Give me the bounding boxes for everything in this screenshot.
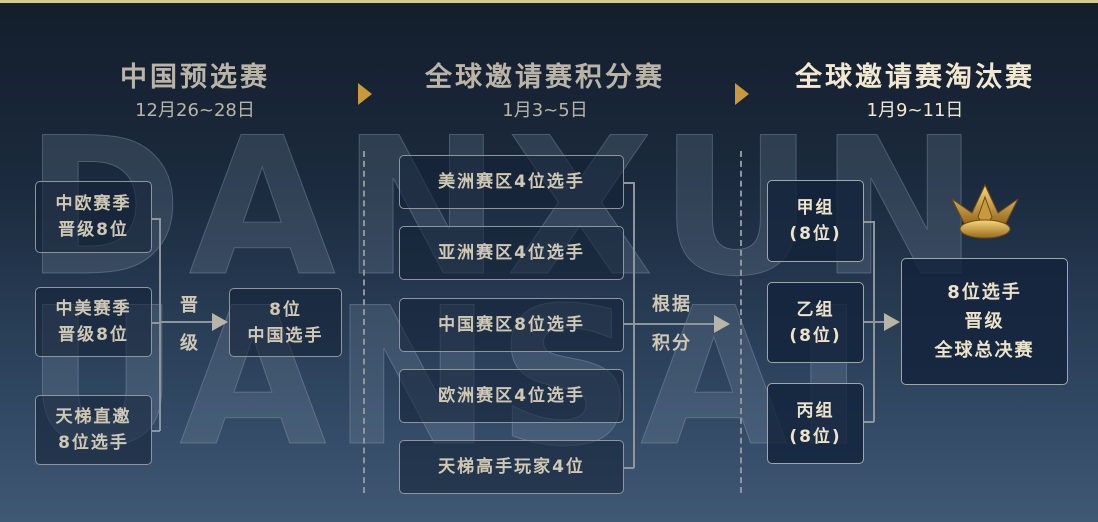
region-box: 欧洲赛区4位选手 xyxy=(399,369,624,423)
stage-title: 中国预选赛 xyxy=(120,62,270,93)
arrow-icon xyxy=(212,313,228,331)
crown-icon xyxy=(951,183,1019,239)
china-result-box: 8位中国选手 xyxy=(229,288,342,357)
stage-date: 1月9~11日 xyxy=(866,100,964,121)
connector-line xyxy=(633,182,635,468)
stage-date: 1月3~5日 xyxy=(502,100,588,121)
stage-title: 全球邀请赛积分赛 xyxy=(425,62,665,93)
qualifier-box: 中美赛季晋级8位 xyxy=(35,287,152,357)
region-box: 美洲赛区4位选手 xyxy=(399,155,624,209)
arrow-icon xyxy=(735,83,749,105)
stage-title: 全球邀请赛淘汰赛 xyxy=(795,62,1035,93)
divider xyxy=(363,151,365,493)
arrow-icon xyxy=(358,83,372,105)
region-box: 天梯高手玩家4位 xyxy=(399,440,624,494)
arrow-icon xyxy=(714,315,730,333)
region-box: 中国赛区8位选手 xyxy=(399,298,624,352)
final-box: 8位选手晋级全球总决赛 xyxy=(901,258,1068,385)
stage-date: 12月26~28日 xyxy=(135,100,255,121)
group-box: 甲组(8位) xyxy=(767,180,864,262)
qualifier-box: 中欧赛季晋级8位 xyxy=(35,181,152,253)
connector-label: 级 xyxy=(180,333,200,354)
region-box: 亚洲赛区4位选手 xyxy=(399,226,624,280)
group-box: 乙组(8位) xyxy=(767,282,864,363)
group-box: 丙组(8位) xyxy=(767,383,864,464)
connector-line xyxy=(159,218,161,431)
divider xyxy=(740,151,742,493)
arrow-icon xyxy=(884,313,900,331)
connector-label: 晋 xyxy=(180,295,200,316)
connector-label: 根据 xyxy=(652,294,692,315)
connector-label: 积分 xyxy=(652,333,692,354)
